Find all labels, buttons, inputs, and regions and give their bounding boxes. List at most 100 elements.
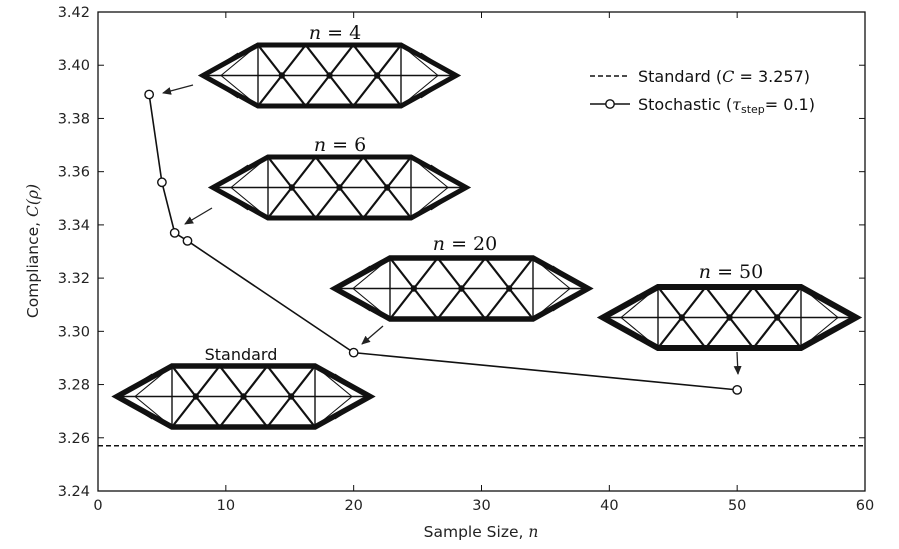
truss-member xyxy=(376,44,402,77)
truss-member xyxy=(304,44,331,77)
truss-fan xyxy=(230,156,269,188)
truss-joint xyxy=(287,393,295,400)
truss-member xyxy=(376,74,402,107)
truss-fan xyxy=(532,288,571,320)
truss-fan xyxy=(134,365,173,397)
truss-member xyxy=(386,156,412,189)
truss-fan xyxy=(420,75,457,99)
truss-joint xyxy=(278,72,286,79)
truss-fan xyxy=(334,396,371,420)
y-tick-label: 3.34 xyxy=(58,218,90,234)
truss-member xyxy=(257,44,283,77)
truss-n20 xyxy=(329,255,594,322)
y-axis-label: Compliance, C(ρ) xyxy=(24,184,42,318)
truss-member xyxy=(484,257,511,290)
truss-member xyxy=(776,316,802,349)
truss-joint xyxy=(458,285,465,292)
truss-joint xyxy=(726,314,733,321)
y-tick-label: 3.24 xyxy=(58,484,90,500)
data-point xyxy=(732,384,743,395)
truss-fan xyxy=(400,44,439,76)
truss-joint xyxy=(336,184,343,191)
y-tick-label: 3.40 xyxy=(58,58,90,74)
truss-fan xyxy=(820,317,857,341)
truss-member xyxy=(728,316,755,349)
truss-fan xyxy=(800,317,839,349)
truss-fan xyxy=(800,286,839,318)
truss-member xyxy=(680,316,707,349)
truss-member xyxy=(680,286,707,319)
truss-fan xyxy=(334,288,371,312)
truss-member xyxy=(290,365,316,398)
x-axis-label: Sample Size, n xyxy=(424,523,539,541)
truss-member xyxy=(242,395,269,428)
truss-member xyxy=(267,156,293,189)
truss-member xyxy=(460,257,487,290)
truss-fan xyxy=(430,164,467,188)
plot-frame xyxy=(97,11,866,492)
data-point xyxy=(144,89,155,100)
data-point xyxy=(348,347,359,358)
truss-n4 xyxy=(197,42,462,109)
annotation-arrows xyxy=(162,84,742,375)
x-tick-label: 50 xyxy=(728,498,746,514)
truss-member xyxy=(280,74,307,107)
truss-member xyxy=(362,156,389,189)
y-tick-label: 3.26 xyxy=(58,431,90,447)
truss-member xyxy=(290,186,317,219)
x-tick-label: 10 xyxy=(217,498,235,514)
truss-member xyxy=(338,156,365,189)
y-tick-label: 3.42 xyxy=(58,5,90,21)
truss-fan xyxy=(202,52,239,76)
truss-joint xyxy=(326,72,333,79)
truss-fan xyxy=(430,187,467,211)
y-tick-label: 3.30 xyxy=(58,324,90,340)
truss-member xyxy=(436,257,463,290)
truss-fan xyxy=(410,156,449,188)
truss-member xyxy=(314,156,341,189)
truss-member xyxy=(386,186,412,219)
truss-fan xyxy=(352,257,391,289)
truss-member xyxy=(362,186,389,219)
truss-member xyxy=(304,74,331,107)
truss-joint xyxy=(288,184,296,191)
truss-member xyxy=(412,257,439,290)
truss-member xyxy=(171,365,197,398)
truss-n6 xyxy=(207,154,472,221)
truss-member xyxy=(412,287,439,320)
truss-fan xyxy=(116,373,153,397)
truss-member xyxy=(508,257,534,290)
truss-fan xyxy=(220,44,259,76)
truss-member xyxy=(389,257,415,290)
x-tick-label: 30 xyxy=(472,498,490,514)
truss-joint xyxy=(240,393,247,400)
truss-member xyxy=(280,44,307,77)
truss-fan xyxy=(352,288,391,320)
truss-fan xyxy=(400,75,439,107)
truss-member xyxy=(484,287,511,320)
truss-joint xyxy=(410,285,418,292)
truss-member xyxy=(460,287,487,320)
truss-fan xyxy=(212,164,249,188)
truss-fan xyxy=(620,317,659,349)
truss-fan xyxy=(134,396,173,428)
truss-joint xyxy=(192,393,200,400)
truss-joint xyxy=(773,314,781,321)
truss-fan xyxy=(532,257,571,289)
truss-member xyxy=(338,186,365,219)
truss-fan xyxy=(620,286,659,318)
x-tick-label: 20 xyxy=(344,498,362,514)
truss-n50 xyxy=(596,284,863,351)
truss-member xyxy=(389,287,415,320)
legend-label-stochastic: Stochastic (τstep= 0.1) xyxy=(638,95,815,116)
truss-member xyxy=(657,286,683,319)
x-tick-label: 40 xyxy=(600,498,618,514)
truss-member xyxy=(728,286,755,319)
legend-label-standard: Standard (C = 3.257) xyxy=(638,67,810,86)
truss-member xyxy=(352,44,379,77)
truss-member xyxy=(328,44,355,77)
truss-illustrations xyxy=(111,42,863,430)
truss-standard xyxy=(111,363,376,430)
